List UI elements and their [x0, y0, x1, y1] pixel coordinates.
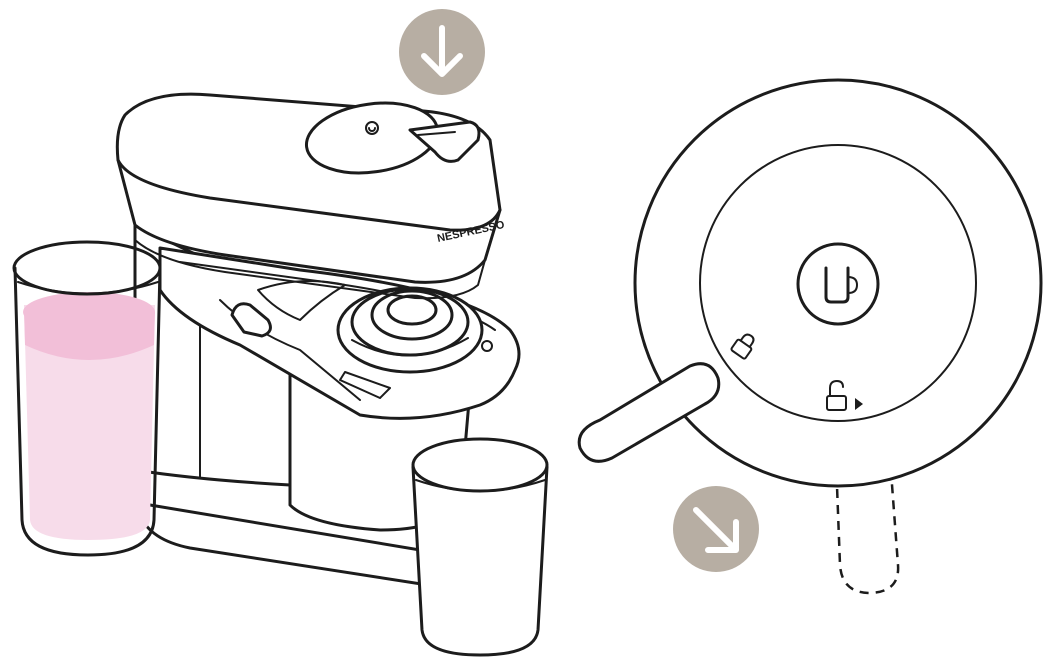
small-glass: [411, 437, 549, 657]
cup-icon: [824, 266, 858, 304]
capsule-handle: [577, 362, 721, 463]
tall-glass: [12, 240, 162, 557]
arrow-down-icon: [399, 9, 485, 95]
capsule-detail: [577, 78, 1043, 595]
lock-icon: [730, 333, 755, 360]
unlock-icon: [826, 380, 863, 411]
arrow-down-right-icon: [673, 486, 759, 572]
